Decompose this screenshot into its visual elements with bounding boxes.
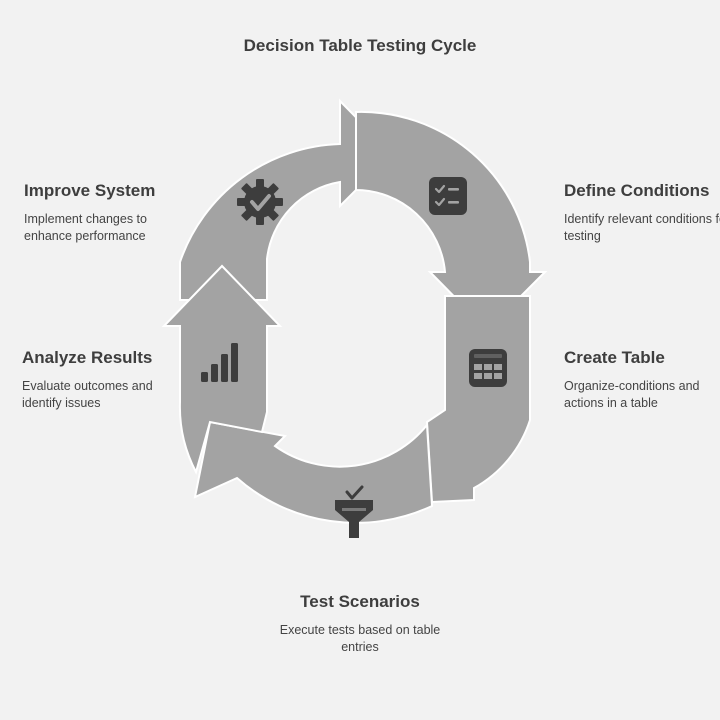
stage-description: Organize-conditions and actions in a tab… [564,379,700,410]
segment-create-to-test [425,295,531,504]
table-icon [469,349,507,387]
bar-chart-icon [201,343,238,382]
segment-define-to-create [355,110,548,332]
stage-analyze-results: Analyze Results Evaluate outcomes and id… [22,348,192,411]
stage-label: Create Table [564,348,665,367]
stage-define-conditions: Define Conditions Identify relevant cond… [564,181,720,244]
stage-improve-system: Improve System Implement changes to enha… [24,181,194,244]
funnel-check-icon [335,485,373,538]
stage-create-table: Create Table Organize-conditions and act… [564,348,720,411]
stage-description: Evaluate outcomes and identify issues [22,379,153,410]
stage-description: Identify relevant conditions for testing [564,212,720,243]
stage-label: Improve System [24,181,156,200]
segment-improve-to-define [179,98,394,301]
stage-description: Execute tests based on table entries [279,623,441,654]
checklist-icon [429,177,467,215]
segment-test-to-analyze [193,420,434,524]
gear-check-icon [237,179,283,225]
stage-label: Define Conditions [564,181,710,200]
diagram-title: Decision Table Testing Cycle [243,36,477,55]
stage-test-scenarios: Test Scenarios Execute tests based on ta… [260,592,460,655]
stage-label: Analyze Results [22,348,153,367]
stage-label: Test Scenarios [300,592,420,611]
stage-description: Implement changes to enhance performance [24,212,147,243]
